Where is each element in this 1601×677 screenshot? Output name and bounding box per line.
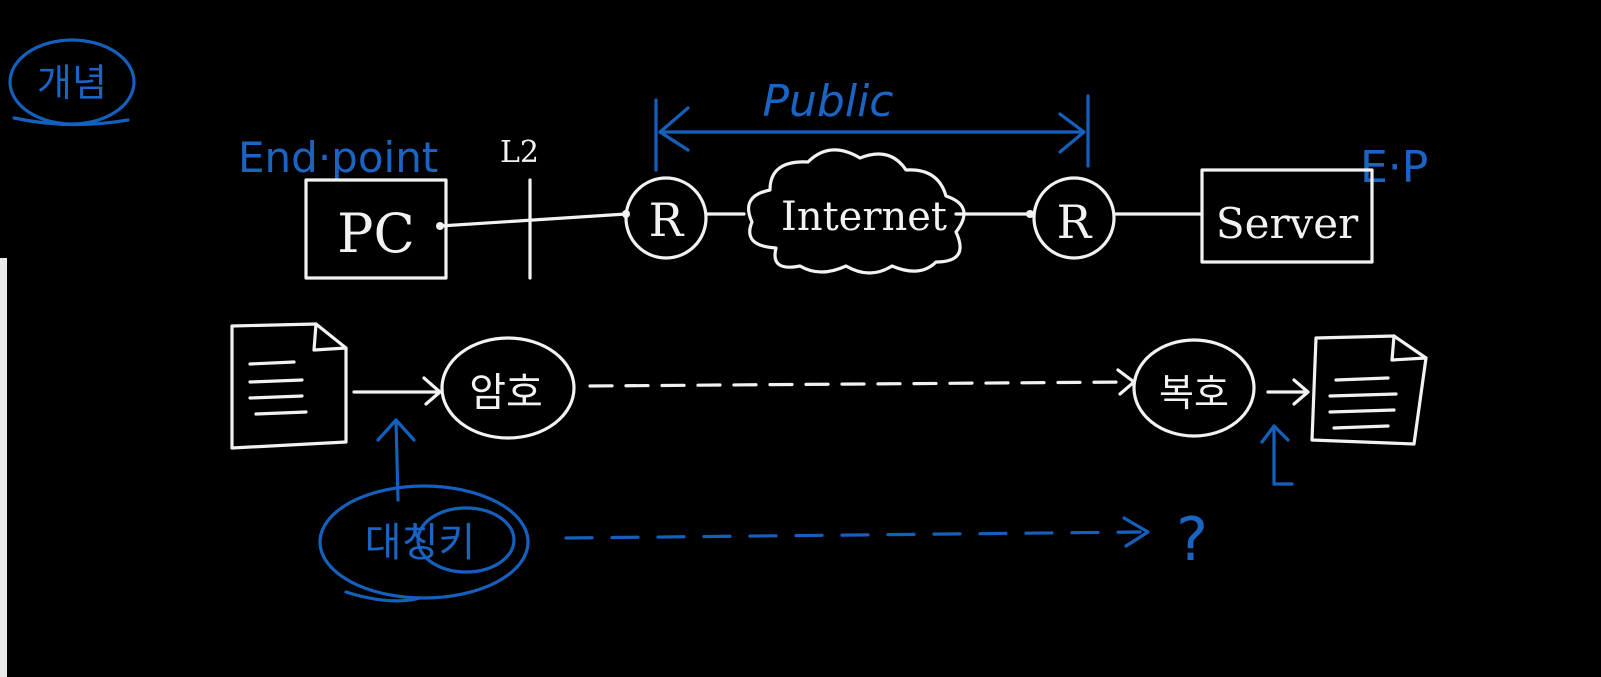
- public-span: Public: [654, 76, 1090, 172]
- heading-underline: [12, 116, 130, 127]
- key-transfer-head: [1122, 516, 1150, 548]
- router-right-node: R: [1032, 176, 1116, 260]
- ep-label: E·P: [1360, 142, 1428, 193]
- key-transfer-dashed-line: [564, 530, 1142, 540]
- decrypt-node: 복호: [1132, 338, 1256, 438]
- ciphertext-channel-head: [1116, 368, 1136, 396]
- encrypt-label: 암호: [469, 370, 543, 416]
- encrypt-node: 암호: [440, 336, 576, 440]
- link-dot-router-right: [1026, 210, 1034, 218]
- decrypt-label: 복호: [1159, 371, 1229, 415]
- document-right-outline: [1310, 334, 1428, 446]
- key-bubble: 대칭키: [318, 484, 530, 603]
- endpoint-label: End·point: [238, 133, 438, 182]
- pc-label: PC: [337, 202, 415, 265]
- arrow-doc-to-encrypt-head: [422, 376, 442, 406]
- document-right-line-4: [1332, 424, 1390, 430]
- document-left: [230, 322, 348, 450]
- pc-node: PC: [304, 178, 448, 280]
- document-right-fold: [1390, 334, 1428, 362]
- router-left-circle: [624, 176, 708, 260]
- public-arrow-left-head: [658, 106, 690, 152]
- l2-label: L2: [500, 135, 539, 170]
- encrypt-circle: [440, 336, 576, 440]
- decrypt-circle: [1132, 338, 1256, 438]
- document-left-line-3: [248, 394, 304, 400]
- key-bubble-outer: [318, 484, 530, 600]
- key-arrow-up-head: [376, 418, 416, 442]
- internet-label: Internet: [781, 194, 947, 240]
- router-right-circle: [1032, 176, 1116, 260]
- document-right-line-3: [1328, 408, 1396, 414]
- arrow-decrypt-to-doc-head: [1292, 378, 1310, 406]
- link-pc-router: [438, 212, 628, 228]
- document-right: [1310, 334, 1428, 446]
- router-left-label: R: [649, 193, 685, 247]
- server-label: Server: [1216, 199, 1359, 248]
- question-mark: ?: [1176, 505, 1208, 575]
- document-left-line-1: [248, 360, 296, 366]
- document-right-line-1: [1334, 376, 1390, 382]
- router-left-node: R: [624, 176, 708, 260]
- pc-box: [304, 178, 448, 280]
- window-edge-strip: [0, 258, 7, 677]
- cloud-outline: [747, 148, 966, 275]
- document-left-line-4: [254, 410, 308, 416]
- key-bubble-inner: [416, 506, 516, 574]
- public-arrow-right-head: [1058, 112, 1086, 154]
- link-dot-pc: [436, 222, 444, 230]
- public-label: Public: [763, 76, 894, 127]
- heading-group: 개념: [8, 38, 136, 127]
- key-label: 대칭키: [365, 520, 475, 566]
- document-left-line-2: [248, 378, 304, 384]
- router-right-label: R: [1057, 195, 1093, 249]
- document-left-fold: [312, 322, 348, 352]
- key-bubble-underline: [344, 590, 422, 603]
- decrypt-key-arrow-head: [1260, 424, 1290, 444]
- server-node: Server: [1200, 168, 1374, 264]
- document-left-outline: [230, 322, 348, 450]
- internet-cloud: Internet: [747, 148, 966, 275]
- server-box: [1200, 168, 1374, 264]
- document-right-line-2: [1328, 392, 1398, 398]
- heading-text: 개념: [37, 61, 107, 105]
- ciphertext-channel: [588, 380, 1130, 388]
